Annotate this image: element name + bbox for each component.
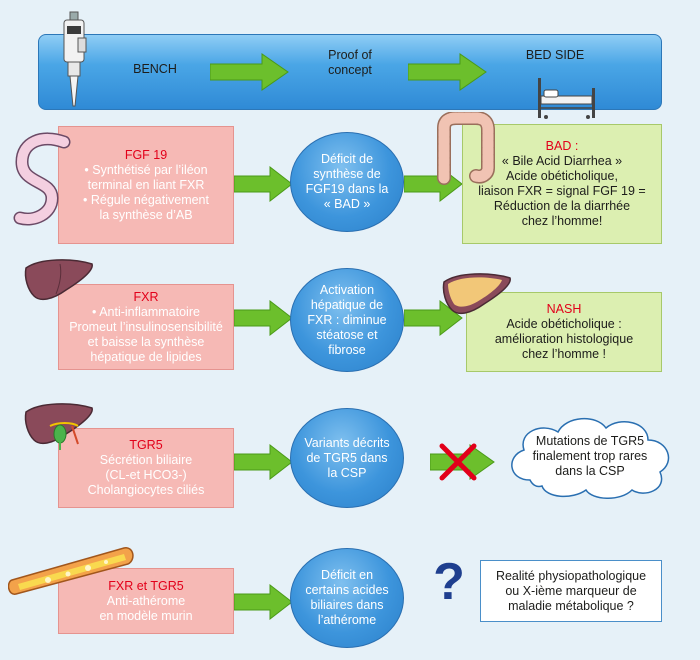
colon-icon: [437, 112, 495, 185]
banner-bench-label: BENCH: [133, 62, 177, 76]
banner-arrow-1: [210, 53, 289, 91]
row2-arrow-1: [234, 300, 293, 336]
liver-fatty-icon: [442, 273, 511, 315]
bench-bedside-banner: [38, 34, 662, 110]
fgf19-line-4: la synthèse d’AB: [99, 207, 193, 222]
banner-arrow-2: [408, 53, 487, 91]
bad-line-1: « Bile Acid Diarrhea »: [501, 154, 623, 168]
artery-plaque-icon: [8, 547, 134, 595]
fxr-oval: Activation hépatique de FXR : diminue st…: [290, 268, 404, 372]
banner-bedside-label: BED SIDE: [525, 48, 585, 62]
fgf19-box: FGF 19 • Synthétisé par l’iléon terminal…: [58, 126, 234, 244]
tgr5-box: TGR5 Sécrétion biliaire (CL-et HCO3-) Ch…: [58, 428, 234, 508]
fxr-tgr5-line-1: Anti-athérome: [106, 593, 186, 608]
tgr5-title: TGR5: [129, 438, 163, 452]
tgr5-line-2: (CL-et HCO3-): [105, 468, 187, 482]
metabolic-line-2: ou X-ième marqueur de: [505, 583, 637, 598]
bad-line-4: Réduction de la diarrhée: [493, 199, 631, 213]
hospital-bed-icon: [538, 78, 595, 119]
row3-arrow-1: [234, 444, 293, 480]
fgf19-line-2: terminal en liant FXR: [87, 177, 205, 192]
cloud-text: Mutations de TGR5 finalement trop rares …: [532, 434, 648, 478]
tgr5-oval: Variants décrits de TGR5 dans la CSP: [290, 408, 404, 508]
metabolic-line-3: maladie métabolique ?: [508, 598, 634, 613]
fxr-line-1: • Anti-inflammatoire: [92, 304, 200, 319]
row4-arrow-1: [234, 584, 293, 620]
bad-title: BAD :: [545, 139, 579, 153]
fgf19-line-1: • Synthétisé par l’iléon: [84, 162, 208, 177]
tgr5-line-3: Cholangiocytes ciliés: [87, 483, 205, 497]
metabolic-line-1: Realité physiopathologique: [495, 568, 647, 583]
question-mark: ?: [433, 553, 465, 611]
atherome-oval: Déficit en certains acides biliaires dan…: [290, 548, 404, 648]
fxr-line-3: et baisse la synthèse: [87, 334, 205, 349]
fxr-box: FXR • Anti-inflammatoire Promeut l’insul…: [58, 284, 234, 370]
bad-line-3: liaison FXR = signal FGF 19 =: [478, 184, 646, 198]
bad-line-5: chez l’homme!: [521, 214, 603, 228]
fxr-title: FXR: [133, 289, 159, 304]
fgf19-title: FGF 19: [124, 147, 168, 162]
fgf19-oval: Déficit de synthèse de FGF19 dans la « B…: [290, 132, 404, 232]
liver-icon: [24, 259, 93, 301]
row2-arrow-2: [404, 300, 463, 336]
fgf19-line-3: • Régule négativement: [83, 192, 209, 207]
fxr-line-2: Promeut l’insulinosensibilité: [69, 319, 223, 334]
nash-line-2: amélioration histologique: [494, 332, 634, 346]
pipette-icon: [63, 11, 87, 107]
cloud-shape: [511, 417, 670, 499]
fxr-tgr5-line-2: en modèle murin: [99, 608, 193, 623]
metabolic-box: Realité physiopathologique ou X-ième mar…: [480, 560, 662, 622]
row1-arrow-1: [234, 166, 293, 202]
fxr-tgr5-box: FXR et TGR5 Anti-athérome en modèle muri…: [58, 568, 234, 634]
nash-line-1: Acide obéticholique :: [506, 317, 622, 331]
tgr5-line-1: Sécrétion biliaire: [99, 453, 193, 467]
bad-line-2: Acide obéticholique,: [506, 169, 618, 183]
nash-title: NASH: [546, 302, 582, 316]
fxr-tgr5-title: FXR et TGR5: [108, 578, 184, 593]
nash-box: NASH Acide obéticholique : amélioration …: [466, 292, 662, 372]
row3-arrow-2: [430, 443, 495, 481]
nash-line-3: chez l’homme !: [521, 347, 607, 361]
bad-box: BAD : « Bile Acid Diarrhea » Acide obéti…: [462, 124, 662, 244]
banner-proof-label: Proof of concept: [328, 48, 372, 77]
fxr-line-4: hépatique de lipides: [90, 349, 202, 364]
intestine-icon: [13, 132, 71, 226]
liver-gallbladder-icon: [24, 403, 93, 450]
